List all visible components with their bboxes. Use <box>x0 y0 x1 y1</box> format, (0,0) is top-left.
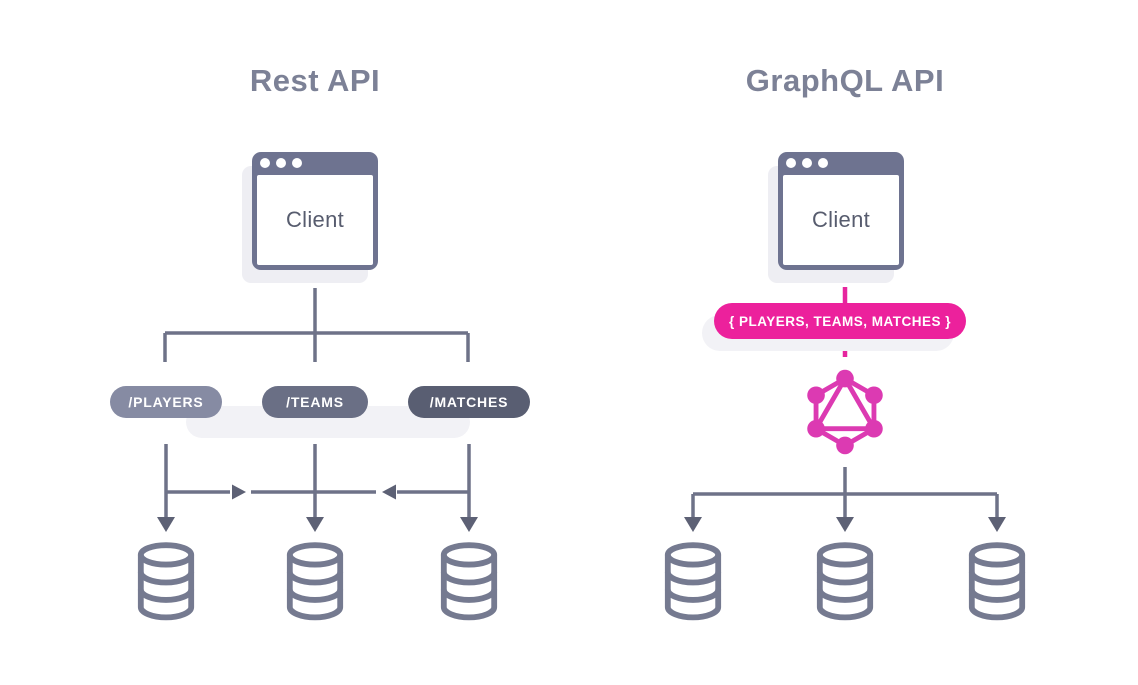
graphql-database-arrows <box>684 467 1006 532</box>
endpoint-pill-players: /PLAYERS <box>110 386 222 418</box>
rest-api-title: Rest API <box>249 63 381 98</box>
rest-client-label: Client <box>257 175 373 265</box>
rest-database-arrows <box>157 444 478 532</box>
left-arrowhead <box>382 484 396 500</box>
window-dots-icon <box>786 158 828 168</box>
graphql-logo-nodes <box>807 369 883 455</box>
down-arrowhead <box>836 517 854 532</box>
database-icon <box>440 542 498 621</box>
graphql-api-title: GraphQL API <box>745 63 945 98</box>
rest-branch-connectors <box>163 288 470 362</box>
down-arrowhead <box>460 517 478 532</box>
graphql-logo-edges <box>811 373 879 449</box>
down-arrowhead <box>684 517 702 532</box>
graphql-client-window: Client <box>778 152 904 270</box>
endpoint-pill-teams: /TEAMS <box>262 386 368 418</box>
database-icon <box>286 542 344 621</box>
database-icon <box>816 542 874 621</box>
right-arrowhead <box>232 484 246 500</box>
database-icon <box>664 542 722 621</box>
graphql-logo-icon <box>807 369 883 455</box>
rest-client-window: Client <box>252 152 378 270</box>
down-arrowhead <box>988 517 1006 532</box>
graphql-query-pill: { PLAYERS, TEAMS, MATCHES } <box>714 303 966 339</box>
endpoint-pill-matches: /MATCHES <box>408 386 530 418</box>
database-icon <box>968 542 1026 621</box>
database-icon <box>137 542 195 621</box>
graphql-client-label: Client <box>783 175 899 265</box>
down-arrowhead <box>157 517 175 532</box>
window-dots-icon <box>260 158 302 168</box>
down-arrowhead <box>306 517 324 532</box>
